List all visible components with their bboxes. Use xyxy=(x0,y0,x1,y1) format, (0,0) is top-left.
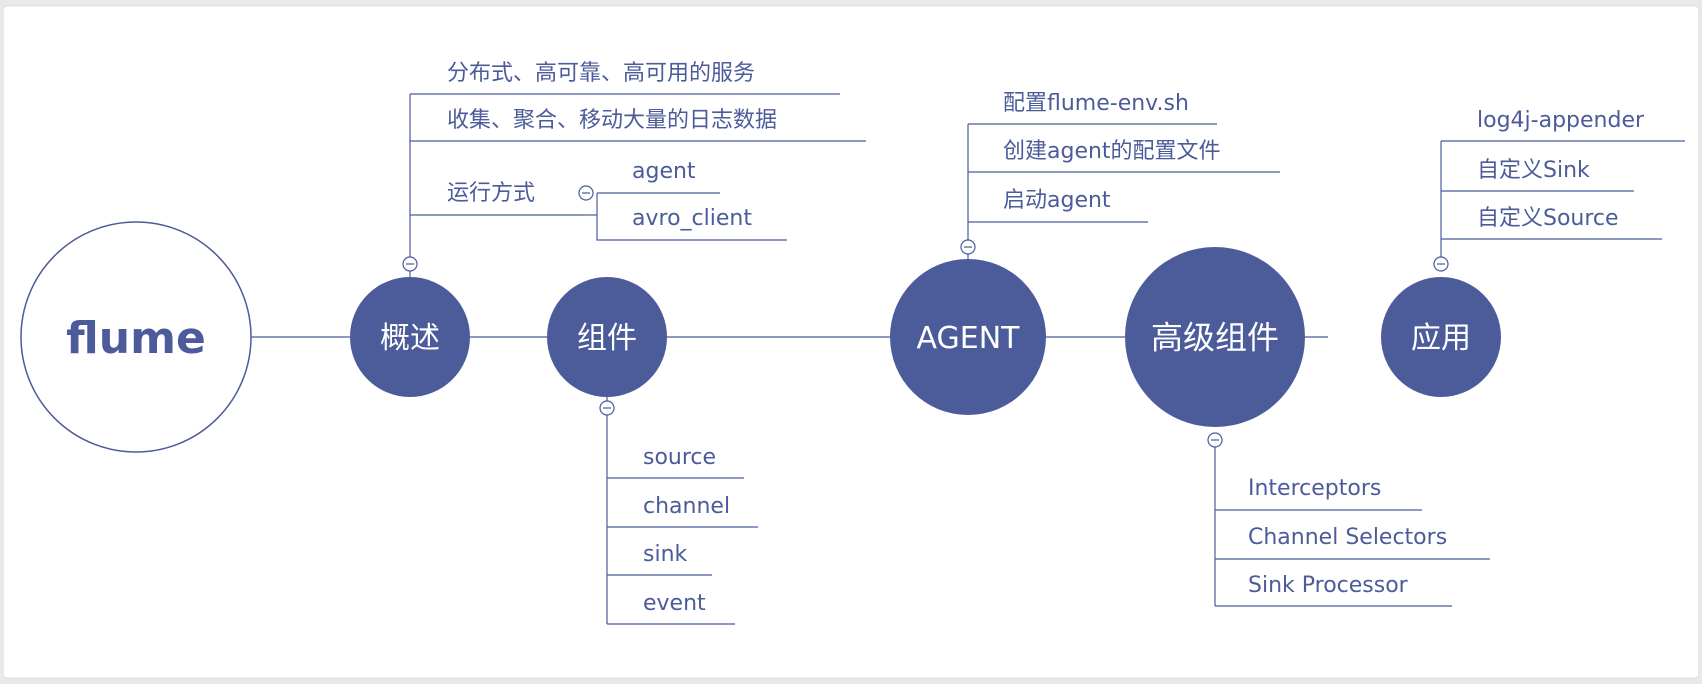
components-item-0[interactable]: source xyxy=(643,445,716,470)
components-item-3[interactable]: event xyxy=(643,591,706,616)
run-mode-label[interactable]: 运行方式 xyxy=(447,181,535,206)
node-advanced[interactable]: 高级组件 xyxy=(1125,247,1305,427)
advanced-item-2[interactable]: Sink Processor xyxy=(1248,573,1409,598)
node-agent-circle[interactable] xyxy=(890,259,1046,415)
root-node[interactable]: flume xyxy=(20,221,252,453)
application-item-0[interactable]: log4j-appender xyxy=(1477,108,1645,133)
root-node-circle[interactable] xyxy=(20,221,252,453)
application-item-1[interactable]: 自定义Sink xyxy=(1477,158,1590,183)
application-collapse-toggle[interactable] xyxy=(1433,256,1449,272)
run-mode-collapse-toggle[interactable] xyxy=(578,185,594,201)
node-agent-label: AGENT xyxy=(917,321,1021,356)
nodes-layer: flume 概述 组件 AGENT 高级组件 应用 xyxy=(20,221,1501,453)
node-application[interactable]: 应用 xyxy=(1381,277,1501,397)
run-mode-item-1-underline xyxy=(596,193,787,241)
agent-item-0[interactable]: 配置flume-env.sh xyxy=(1003,91,1189,116)
advanced-item-1[interactable]: Channel Selectors xyxy=(1248,525,1447,550)
overview-item-0[interactable]: 分布式、高可靠、高可用的服务 xyxy=(447,61,755,86)
run-mode-item-0[interactable]: agent xyxy=(632,159,696,184)
node-components[interactable]: 组件 xyxy=(547,277,667,397)
node-overview[interactable]: 概述 xyxy=(350,277,470,397)
overview-collapse-toggle[interactable] xyxy=(402,256,418,272)
node-overview-circle[interactable] xyxy=(350,277,470,397)
agent-item-1[interactable]: 创建agent的配置文件 xyxy=(1003,139,1221,164)
advanced-collapse-toggle[interactable] xyxy=(1207,432,1223,448)
root-node-label: flume xyxy=(66,313,206,364)
node-overview-label: 概述 xyxy=(380,321,440,356)
overview-item-1[interactable]: 收集、聚合、移动大量的日志数据 xyxy=(447,108,777,133)
components-item-1[interactable]: channel xyxy=(643,494,730,519)
agent-collapse-toggle[interactable] xyxy=(960,239,976,255)
node-advanced-circle[interactable] xyxy=(1125,247,1305,427)
node-application-circle[interactable] xyxy=(1381,277,1501,397)
agent-item-2[interactable]: 启动agent xyxy=(1003,188,1111,213)
application-item-2[interactable]: 自定义Source xyxy=(1477,206,1619,231)
toggles-layer xyxy=(402,185,1449,448)
node-components-label: 组件 xyxy=(577,321,637,356)
node-agent[interactable]: AGENT xyxy=(890,259,1046,415)
advanced-item-0[interactable]: Interceptors xyxy=(1248,476,1381,501)
run-mode-item-1[interactable]: avro_client xyxy=(632,206,752,231)
node-application-label: 应用 xyxy=(1411,321,1471,356)
components-item-2[interactable]: sink xyxy=(643,542,688,567)
node-components-circle[interactable] xyxy=(547,277,667,397)
components-collapse-toggle[interactable] xyxy=(599,400,615,416)
node-advanced-label: 高级组件 xyxy=(1151,319,1279,357)
